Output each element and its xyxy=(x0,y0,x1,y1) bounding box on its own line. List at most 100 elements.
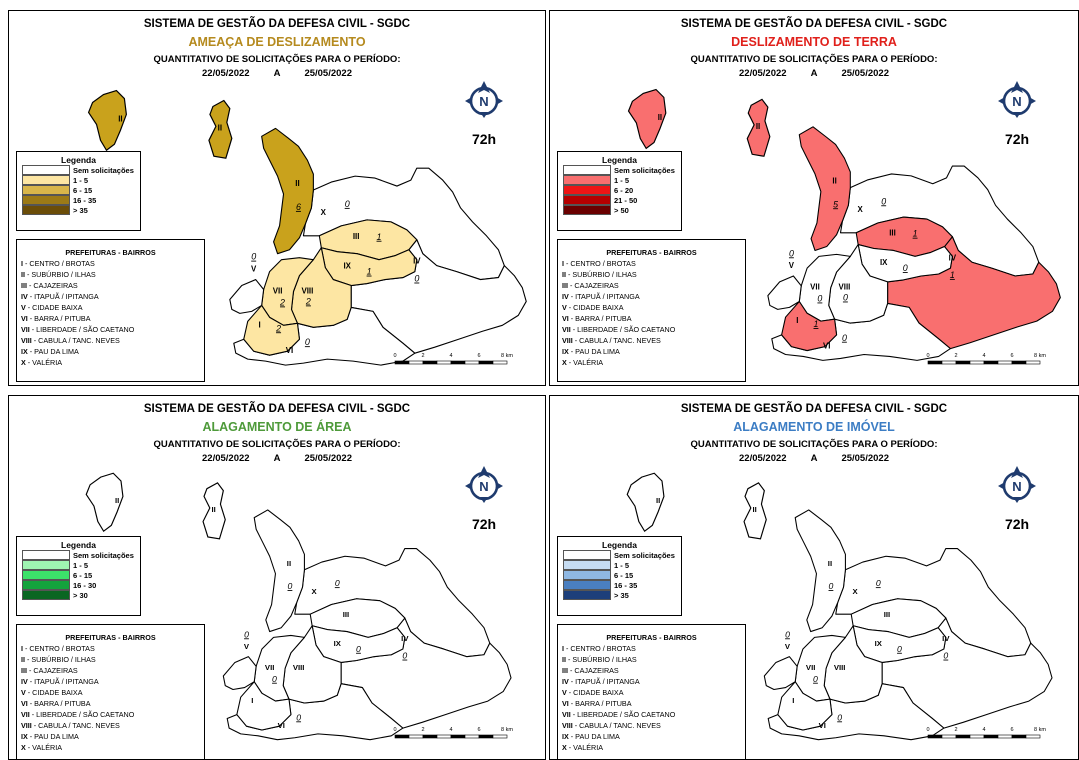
legend-swatch xyxy=(22,165,70,175)
legend-swatch xyxy=(22,175,70,185)
legend-row: Sem solicitações xyxy=(563,165,681,175)
prefeitura-item: VIII - CABULA / TANC. NEVES xyxy=(21,721,120,730)
region-value-ix: 0 xyxy=(903,263,908,273)
map-subtitle: ALAGAMENTO DE IMÓVEL xyxy=(733,420,895,434)
region-code-v: V xyxy=(244,642,250,651)
region-value-vi: 0 xyxy=(842,333,847,343)
legend-label: 6 - 15 xyxy=(73,570,93,580)
prefeitura-item: I - CENTRO / BROTAS xyxy=(562,259,636,268)
prefeitura-item: VIII - CABULA / TANC. NEVES xyxy=(562,721,661,730)
region-value-iii: 1 xyxy=(913,229,918,239)
date-separator: A xyxy=(810,453,818,464)
date-separator: A xyxy=(273,68,281,79)
hours-label: 72h xyxy=(471,516,497,532)
date-start: 22/05/2022 xyxy=(739,453,787,464)
prefeitura-item: X - VALÉRIA xyxy=(562,358,604,367)
island-1 xyxy=(85,472,124,533)
island-code-label: II xyxy=(756,122,760,131)
island-code-label: II xyxy=(115,496,119,505)
region-value-iv: 1 xyxy=(950,270,955,280)
region-value-x: 0 xyxy=(335,578,340,588)
system-title: SISTEMA DE GESTÃO DA DEFESA CIVIL - SGDC xyxy=(680,403,948,415)
region-code-x: X xyxy=(321,208,327,217)
svg-text:0: 0 xyxy=(926,353,929,359)
legend-label: 1 - 5 xyxy=(614,175,630,185)
legend-swatch xyxy=(563,590,611,600)
prefeituras-title: PREFEITURAS - BAIRROS xyxy=(606,633,697,642)
region-code-ii: II xyxy=(287,559,291,568)
svg-text:N: N xyxy=(479,479,488,494)
legend-label: 6 - 20 xyxy=(614,185,634,195)
prefeitura-item: IV - ITAPUÃ / IPITANGA xyxy=(21,677,99,686)
region-code-i: I xyxy=(251,696,253,705)
region-code-iii: III xyxy=(353,232,360,241)
island-code-label: II xyxy=(118,114,122,123)
region-i xyxy=(781,300,838,352)
region-value-viii: 0 xyxy=(843,293,848,303)
prefeitura-item: III - CAJAZEIRAS xyxy=(21,666,78,675)
legend-swatch xyxy=(563,570,611,580)
prefeitura-item: V - CIDADE BAIXA xyxy=(21,303,83,312)
prefeitura-item: I - CENTRO / BROTAS xyxy=(21,259,95,268)
region-code-vi: VI xyxy=(823,342,830,351)
prefeitura-item: II - SUBÚRBIO / ILHAS xyxy=(562,655,637,664)
svg-text:8 km: 8 km xyxy=(1034,353,1046,359)
region-i xyxy=(777,681,833,731)
region-value-vii: 0 xyxy=(813,674,818,684)
prefeitura-item: VI - BARRA / PITUBA xyxy=(562,699,632,708)
prefeitura-item: II - SUBÚRBIO / ILHAS xyxy=(562,270,637,279)
legend-title: Legenda xyxy=(61,540,96,550)
region-code-iii: III xyxy=(343,610,349,619)
svg-text:N: N xyxy=(1012,479,1021,494)
legend-swatch xyxy=(563,550,611,560)
legend-row: 16 - 35 xyxy=(563,580,681,590)
region-code-i: I xyxy=(259,320,261,329)
legend-label: Sem solicitações xyxy=(614,165,675,175)
region-code-x: X xyxy=(852,587,858,596)
prefeitura-item: V - CIDADE BAIXA xyxy=(562,303,624,312)
island-2 xyxy=(743,482,767,540)
legend-label: > 35 xyxy=(73,205,88,215)
prefeitura-item: IV - ITAPUÃ / IPITANGA xyxy=(562,677,640,686)
date-separator: A xyxy=(810,68,818,79)
region-code-ix: IX xyxy=(343,262,351,271)
date-end: 25/05/2022 xyxy=(304,68,352,79)
prefeitura-item: VII - LIBERDADE / SÃO CAETANO xyxy=(562,710,676,719)
prefeitura-item: IX - PAU DA LIMA xyxy=(562,347,620,356)
prefeitura-item: IX - PAU DA LIMA xyxy=(21,347,79,356)
svg-text:8 km: 8 km xyxy=(1034,727,1046,733)
system-title: SISTEMA DE GESTÃO DA DEFESA CIVIL - SGDC xyxy=(143,403,411,415)
region-ii xyxy=(794,509,846,633)
region-code-ix: IX xyxy=(880,258,888,267)
region-ii xyxy=(798,126,851,252)
svg-text:N: N xyxy=(479,94,488,109)
legend-swatch xyxy=(22,580,70,590)
legend-row: 16 - 35 xyxy=(22,195,140,205)
svg-text:8 km: 8 km xyxy=(501,727,513,733)
region-code-vii: VII xyxy=(273,286,283,295)
region-v xyxy=(222,656,257,691)
region-value-v: 0 xyxy=(785,629,790,639)
legend-row: 6 - 15 xyxy=(22,185,140,195)
region-ii xyxy=(261,127,314,255)
island-2 xyxy=(202,482,226,540)
svg-text:2: 2 xyxy=(421,727,424,733)
island-1 xyxy=(626,472,665,533)
prefeitura-item: III - CAJAZEIRAS xyxy=(562,666,619,675)
prefeitura-item: IX - PAU DA LIMA xyxy=(562,732,620,741)
region-code-iii: III xyxy=(889,229,896,238)
region-code-ii: II xyxy=(828,559,832,568)
legend-title: Legenda xyxy=(602,540,637,550)
legend-swatch xyxy=(22,550,70,560)
north-arrow-icon: N xyxy=(994,464,1040,504)
legend-title: Legenda xyxy=(602,155,637,165)
prefeitura-item: VII - LIBERDADE / SÃO CAETANO xyxy=(562,325,676,334)
